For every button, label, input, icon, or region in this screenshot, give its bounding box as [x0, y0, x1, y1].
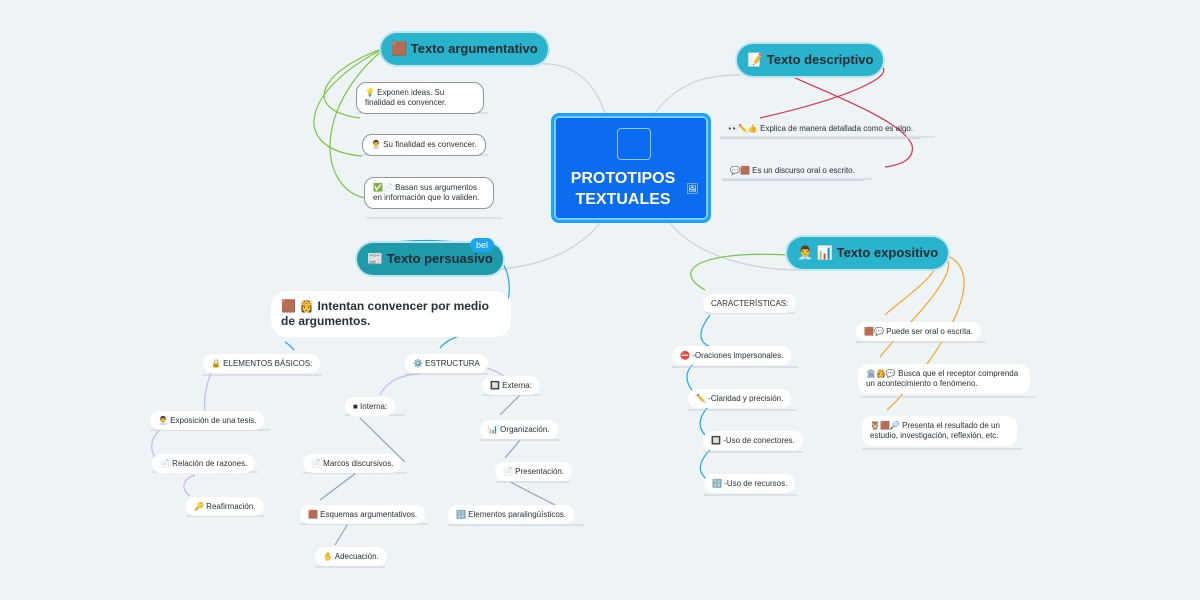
externa-title[interactable]: 🔲 Externa:: [482, 376, 540, 395]
caracteristica-claridad-precision[interactable]: ✏️ -Claridad y precisión.: [688, 389, 792, 408]
caracteristica-oraciones-impersonales[interactable]: ⛔ -Oraciones impersonales.: [672, 346, 792, 365]
externa-organizacion[interactable]: 📊 Organización.: [480, 420, 558, 439]
caracteristicas-title[interactable]: CARACTERÍSTICAS:: [703, 294, 797, 313]
central-topic[interactable]: PROTOTIPOS TEXTUALES 🖼: [551, 113, 711, 223]
branch-texto-expositivo[interactable]: 👨‍💼 📊 Texto expositivo: [787, 237, 949, 269]
label-tag[interactable]: bel: [470, 238, 495, 252]
elementos-basicos-title[interactable]: 🔒 ELEMENTOS BÁSICOS:: [203, 354, 321, 373]
interna-esquemas-argumentativos[interactable]: 🟫 Esquemas argumentativos.: [300, 505, 426, 524]
image-placeholder-icon: [617, 128, 651, 160]
leaf-explica-detallada[interactable]: 👀✏️👍 Explica de manera detallada como es…: [720, 119, 922, 139]
interna-marcos-discursivos[interactable]: 📄 Marcos discursivos.: [303, 454, 402, 473]
persuasivo-main-idea[interactable]: 🟫 👸 Intentan convencer por medio de argu…: [271, 291, 511, 337]
externa-elementos-paralinguisticos[interactable]: 🔢 Elementos paralingüísticos.: [448, 505, 575, 524]
externa-presentacion[interactable]: 📄 Presentación.: [495, 462, 573, 481]
leaf-exponen-ideas[interactable]: 💡 Exponen ideas. Su finalidad es convenc…: [356, 82, 484, 114]
interna-title[interactable]: ■ Interna:: [345, 397, 396, 416]
central-topic-title: PROTOTIPOS TEXTUALES: [570, 170, 676, 208]
picture-icon[interactable]: 🖼: [686, 184, 699, 195]
caracteristica-uso-conectores[interactable]: 🔲 -Uso de conectores.: [703, 431, 803, 450]
leaf-busca-receptor[interactable]: 🏛️👸💬 Busca que el receptor comprenda un …: [858, 364, 1030, 394]
basico-relacion-razones[interactable]: 📄 Relación de razones.: [152, 454, 256, 473]
estructura-title[interactable]: ⚙️ ESTRUCTURA: [405, 354, 488, 373]
interna-adecuacion[interactable]: ✋ Adecuación.: [315, 547, 387, 566]
leaf-su-finalidad[interactable]: 👨‍💼 Su finalidad es convencer.: [362, 134, 486, 156]
caracteristica-uso-recursos[interactable]: 🔢 -Uso de recursos.: [704, 474, 796, 493]
leaf-discurso-oral[interactable]: 💬🟫 Es un discurso oral o escrito.: [722, 161, 863, 181]
leaf-basan-argumentos[interactable]: ✅📄 Basan sus argumentos en información q…: [364, 177, 494, 209]
basico-reafirmacion[interactable]: 🔑 Reafirmación.: [186, 497, 264, 516]
branch-texto-descriptivo[interactable]: 📝 Texto descriptivo: [737, 44, 884, 76]
basico-exposicion-tesis[interactable]: 👨‍💼 Exposición de una tesis.: [150, 411, 265, 430]
leaf-presenta-resultado[interactable]: 🦉🟫🔎 Presenta el resultado de un estudio,…: [862, 416, 1017, 446]
leaf-oral-o-escrita[interactable]: 🟫💬 Puede ser oral o escrita.: [856, 322, 981, 341]
branch-texto-argumentativo[interactable]: 🟫 Texto argumentativo: [381, 33, 548, 65]
